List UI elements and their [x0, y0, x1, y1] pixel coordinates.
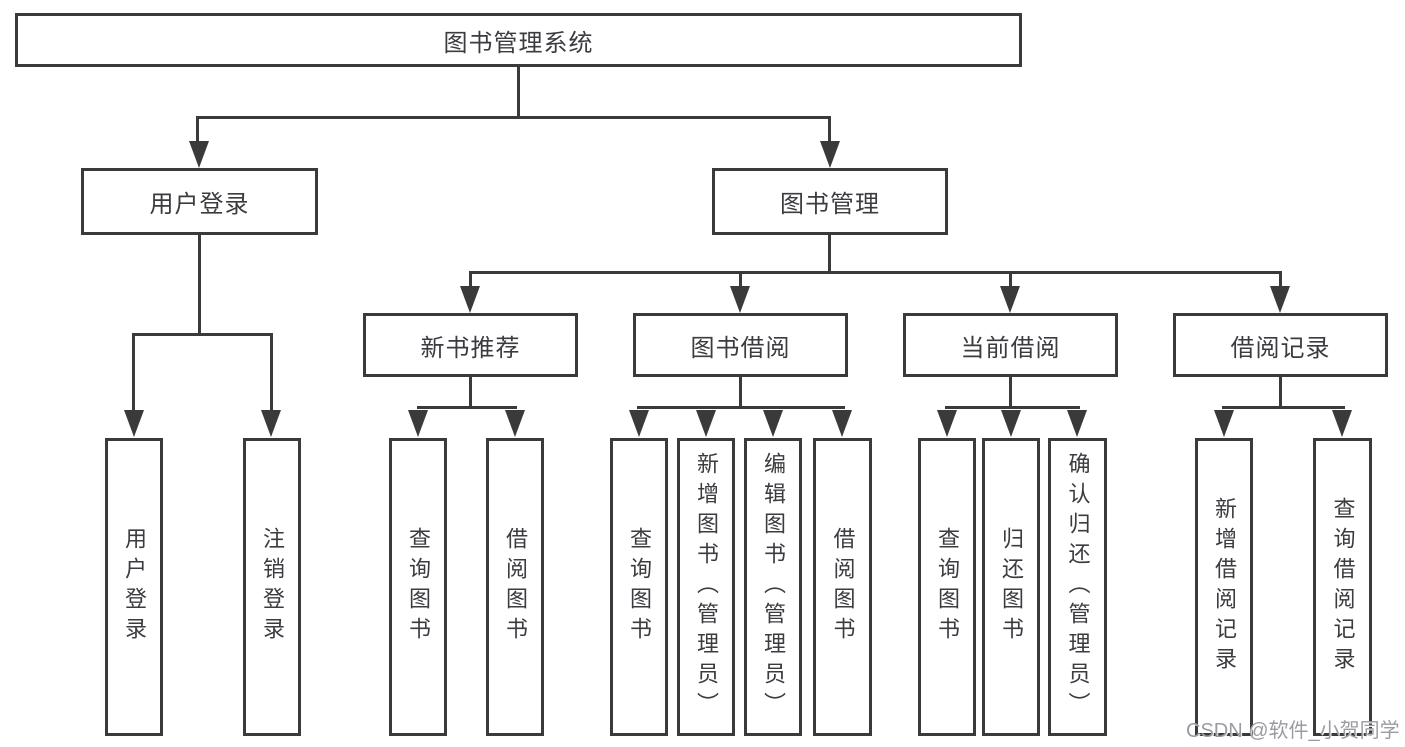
node-current-borrowing: 当前借阅	[903, 313, 1118, 377]
leaf-label: 查询图书	[935, 527, 960, 647]
leaf-label: 查询图书	[406, 527, 431, 647]
leaf-label: 新增借阅记录	[1212, 497, 1237, 677]
arrow-down-icon	[820, 141, 840, 168]
connector-line	[517, 67, 520, 119]
connector-line	[196, 116, 831, 119]
connector-line	[132, 334, 135, 413]
arrow-down-icon	[1000, 286, 1020, 313]
node-label: 图书管理系统	[443, 29, 594, 57]
watermark-text: CSDN @软件_小贺同学	[1186, 720, 1400, 742]
leaf-label: 借阅图书	[503, 527, 528, 647]
connector-line	[198, 235, 201, 336]
leaf-borrow-books-borrowing: 借阅图书	[813, 438, 872, 736]
leaf-label: 借阅图书	[830, 527, 856, 647]
leaf-label: 编辑图书（管理员）	[761, 452, 786, 722]
node-label: 当前借阅	[960, 334, 1061, 362]
connector-line	[739, 271, 742, 288]
connector-line	[417, 406, 517, 409]
connector-line	[637, 406, 845, 409]
connector-line	[1279, 271, 1282, 288]
arrow-down-icon	[261, 410, 281, 437]
connector-line	[196, 116, 199, 144]
connector-line	[270, 334, 273, 413]
leaf-confirm-return-admin: 确认归还（管理员）	[1048, 438, 1107, 736]
leaf-add-borrow-record: 新增借阅记录	[1195, 438, 1253, 736]
arrow-down-icon	[1332, 410, 1352, 437]
connector-line	[469, 377, 472, 409]
leaf-return-books: 归还图书	[982, 438, 1040, 736]
node-book-borrowing: 图书借阅	[633, 313, 848, 377]
node-library-management-system: 图书管理系统	[15, 13, 1022, 67]
connector-line	[828, 235, 831, 273]
node-label: 图书借阅	[690, 334, 791, 362]
node-book-management: 图书管理	[712, 168, 948, 235]
connector-line	[132, 333, 273, 336]
connector-line	[1222, 406, 1345, 409]
arrow-down-icon	[1214, 410, 1234, 437]
arrow-down-icon	[832, 410, 852, 437]
leaf-logout: 注销登录	[243, 438, 301, 736]
node-label: 图书管理	[780, 191, 880, 218]
arrow-down-icon	[124, 410, 144, 437]
arrow-down-icon	[408, 410, 428, 437]
leaf-label: 查询图书	[627, 527, 652, 647]
node-label: 用户登录	[149, 191, 250, 218]
arrow-down-icon	[696, 410, 716, 437]
leaf-label: 用户登录	[122, 527, 147, 647]
leaf-label: 注销登录	[260, 527, 285, 647]
leaf-add-books-admin: 新增图书（管理员）	[677, 438, 735, 736]
connector-line	[1009, 271, 1012, 288]
connector-line	[469, 271, 472, 288]
arrow-down-icon	[1270, 286, 1290, 313]
node-label: 借阅记录	[1230, 334, 1331, 362]
leaf-query-books-recommend: 查询图书	[389, 438, 447, 736]
connector-line	[945, 406, 1080, 409]
connector-line	[469, 271, 1282, 274]
leaf-label: 查询借阅记录	[1330, 497, 1356, 677]
leaf-query-borrow-record: 查询借阅记录	[1313, 438, 1372, 736]
leaf-borrow-books-recommend: 借阅图书	[486, 438, 544, 736]
arrow-down-icon	[730, 286, 750, 313]
leaf-query-books-borrowing: 查询图书	[610, 438, 668, 736]
node-new-book-recommendation: 新书推荐	[363, 313, 578, 377]
leaf-user-login: 用户登录	[105, 438, 163, 736]
leaf-label: 新增图书（管理员）	[694, 452, 719, 722]
node-borrowing-records: 借阅记录	[1173, 313, 1388, 377]
leaf-label: 归还图书	[999, 527, 1024, 647]
leaf-label: 确认归还（管理员）	[1065, 452, 1091, 722]
connector-line	[828, 116, 831, 144]
connector-line	[1279, 377, 1282, 409]
arrow-down-icon	[763, 410, 783, 437]
arrow-down-icon	[1001, 410, 1021, 437]
connector-line	[739, 377, 742, 409]
leaf-query-books-current: 查询图书	[918, 438, 976, 736]
arrow-down-icon	[937, 410, 957, 437]
arrow-down-icon	[189, 141, 209, 168]
node-label: 新书推荐	[420, 334, 521, 362]
arrow-down-icon	[460, 286, 480, 313]
arrow-down-icon	[1067, 410, 1087, 437]
node-user-login: 用户登录	[81, 168, 318, 235]
connector-line	[1009, 377, 1012, 409]
arrow-down-icon	[629, 410, 649, 437]
arrow-down-icon	[505, 410, 525, 437]
leaf-edit-books-admin: 编辑图书（管理员）	[744, 438, 802, 736]
